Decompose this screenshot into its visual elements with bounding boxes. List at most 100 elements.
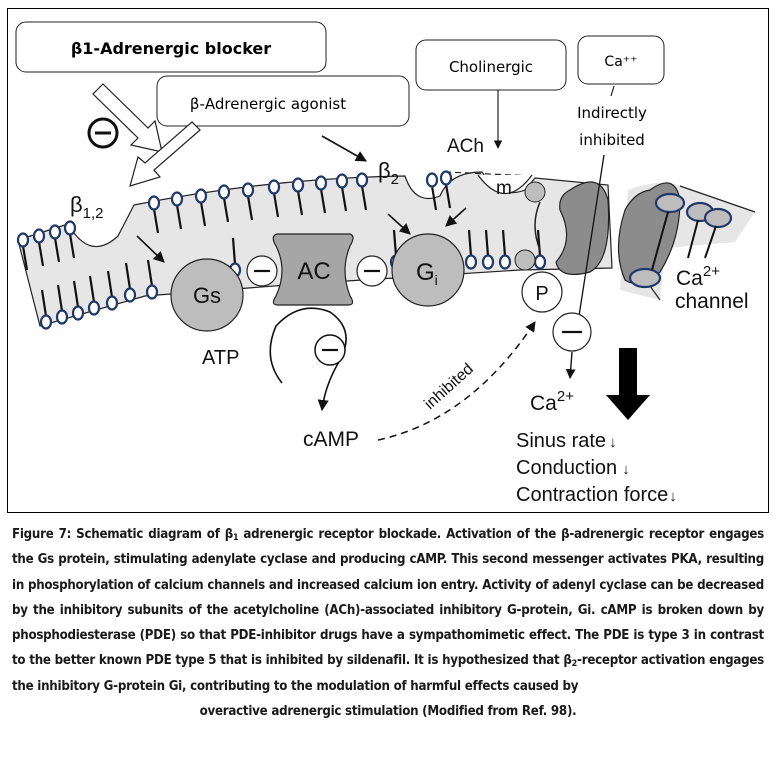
lipid-head: [63, 220, 77, 236]
agonist-hollow-arrow: [129, 121, 201, 187]
lipid-head: [87, 300, 101, 316]
lipid-tail: [484, 229, 490, 257]
lipid-tail: [430, 185, 438, 211]
membrane-edge: [679, 185, 756, 213]
m-receptor-label: m: [496, 178, 512, 199]
channel-subunit: [628, 267, 662, 289]
lipid-tail: [222, 197, 230, 223]
lipid-tail: [88, 275, 96, 303]
caption-text: adrenergic receptor blockade. Activation…: [12, 527, 764, 669]
beta12-to-gs-arrow: [136, 235, 165, 263]
lipid-tail: [37, 241, 45, 267]
lipid-head: [39, 314, 53, 330]
figure-frame: [7, 8, 769, 513]
lipid-tail: [319, 188, 327, 214]
lipid-tail: [40, 289, 48, 317]
channel-subunit: [524, 181, 546, 203]
ca-channel-left: [555, 181, 610, 275]
lipid-tail: [360, 185, 368, 211]
adenylate-cyclase: [272, 233, 354, 306]
lipid-head: [194, 188, 208, 204]
calcium-connector: [610, 85, 615, 97]
lipid-head: [170, 191, 184, 207]
lipid-head: [55, 309, 69, 325]
lipid-head: [291, 177, 305, 193]
lipid-head: [123, 287, 137, 303]
beta1-blocker-label: β1-Adrenergic blocker: [71, 39, 271, 58]
lipid-head: [16, 232, 30, 248]
lipid-tail: [68, 233, 76, 259]
lipid-head: [464, 254, 478, 270]
lipid-head: [241, 182, 255, 198]
channel-linker: [534, 201, 541, 251]
lipid-tail: [296, 190, 304, 216]
phosphate-label: P: [535, 283, 548, 305]
cholinergic-box: [415, 39, 567, 91]
channel-label: channel: [675, 290, 749, 313]
camp-to-p-dashed-arrow: [377, 321, 536, 441]
camp-label: cAMP: [303, 428, 359, 451]
beta-agonist-box: [156, 75, 410, 127]
lipid-tail: [72, 280, 80, 308]
lipid-head: [32, 228, 46, 244]
lipid-head: [425, 172, 439, 188]
lipid-tail: [501, 229, 507, 257]
beta2-to-gi-arrow: [387, 213, 411, 235]
lipid-head: [533, 254, 547, 270]
channel-linker: [704, 225, 717, 259]
channel-subunit: [514, 249, 536, 271]
effect-sinus-rate: Sinus rate↓: [516, 430, 617, 452]
gs-protein: [170, 258, 244, 332]
calcium-label: Ca⁺⁺: [604, 54, 637, 70]
beta1-blocker-box: [15, 21, 327, 73]
lipid-head: [439, 170, 453, 186]
caption-subscript: 1: [232, 533, 239, 543]
atp-label: ATP: [202, 347, 239, 369]
lipid-tail: [152, 208, 160, 234]
beta-agonist-label: β-Adrenergic agonist: [190, 95, 346, 113]
atp-to-camp-arrow: [269, 307, 347, 412]
agonist-to-beta2-arrow: [321, 135, 367, 162]
lipid-tail: [146, 259, 154, 287]
lipid-tail: [272, 192, 280, 218]
gi-label: Gi: [416, 259, 438, 288]
lipid-tail: [340, 186, 348, 212]
effects-list: Sinus rate↓ Conduction↓ Contraction forc…: [516, 430, 677, 506]
inhibited-path-label: inhibited: [421, 360, 477, 413]
lipid-tail: [56, 284, 64, 312]
lipid-head: [481, 254, 495, 270]
ca-entry-arrow: [565, 351, 576, 379]
lipid-tail: [444, 183, 452, 209]
effect-contraction-force: Contraction force↓: [516, 484, 677, 506]
lipid-tail: [21, 245, 29, 271]
effect-conduction: Conduction↓: [516, 457, 630, 479]
lipid-head: [314, 175, 328, 191]
lipid-head: [145, 284, 159, 300]
lipid-tail: [231, 237, 237, 265]
channel-linker: [651, 211, 669, 271]
figure-caption: Figure 7: Schematic diagram of β1 adrene…: [12, 522, 764, 724]
beta12-label: β1,2: [70, 192, 104, 222]
ach-label: ACh: [447, 136, 484, 157]
channel-ca-label: Ca2+: [676, 263, 720, 290]
channel-linker: [687, 219, 699, 259]
channel-subunit: [654, 192, 686, 214]
gi-protein: [391, 233, 465, 307]
lipid-head: [335, 173, 349, 189]
lipid-head: [498, 254, 512, 270]
muscarinic-receptor-pocket: [477, 174, 533, 194]
lipid-head: [48, 224, 62, 240]
diagram: β1-Adrenergic blocker β-Adrenergic agoni…: [15, 21, 756, 506]
lipid-head: [105, 295, 119, 311]
beta2-label: β2: [378, 158, 399, 188]
big-down-arrow-icon: [606, 348, 650, 420]
cholinergic-label: Cholinergic: [449, 58, 533, 76]
blocker-hollow-arrow: [92, 83, 163, 153]
m-to-gi-arrow: [445, 207, 467, 227]
lipid-head: [267, 179, 281, 195]
lipid-tail: [53, 237, 61, 263]
lipid-head: [71, 305, 85, 321]
caption-last-line: overactive adrenergic stimulation (Modif…: [199, 704, 577, 720]
indirectly-label: Indirectly: [577, 104, 647, 122]
lipid-head: [147, 195, 161, 211]
